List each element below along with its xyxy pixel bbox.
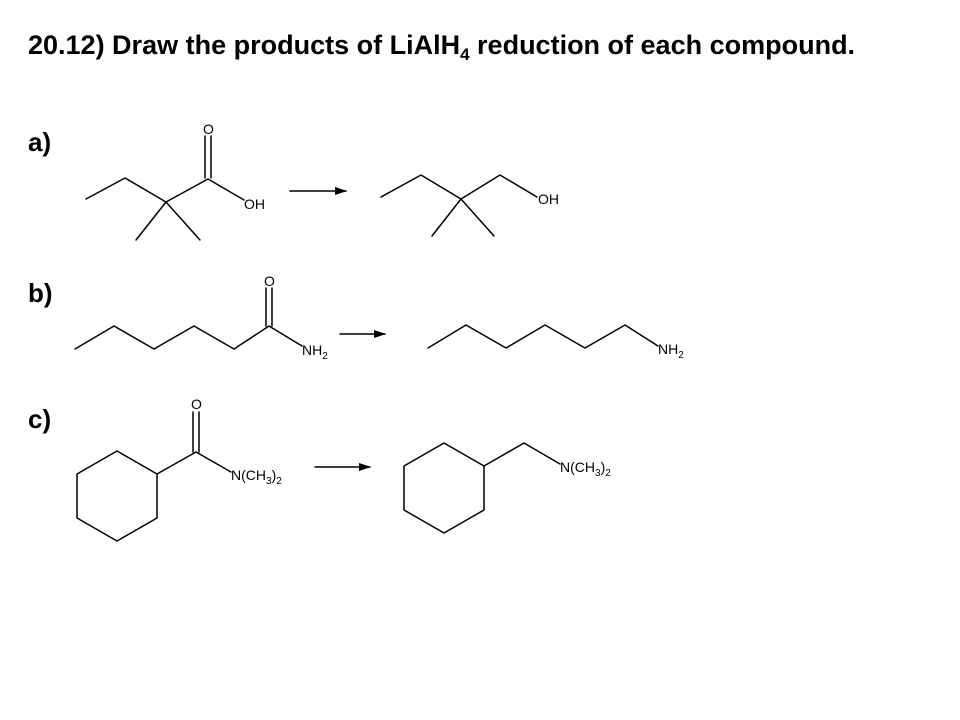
part-b-reactant-amine-main: NH <box>302 342 322 358</box>
part-b-label: b) <box>28 278 53 308</box>
part-c-reactant-dimethylamino-sub: 3 <box>266 476 272 487</box>
part-c-product-ch2-n-bond <box>523 442 561 465</box>
part-c-product-dimethylamino-sub: 3 <box>595 468 601 479</box>
part-b-reactant-carbonyl-oxygen: O <box>264 273 275 289</box>
part-c-reactant-ring-carbonyl-bond <box>156 451 197 475</box>
part-c-reactant-dimethylamino-sub2: 2 <box>276 476 282 487</box>
part-b-product: NH2 <box>427 324 684 361</box>
question-suffix: reduction of each compound. <box>469 30 856 60</box>
part-c-product-dimethylamino-sub2: 2 <box>605 468 611 479</box>
part-a-label: a) <box>28 127 52 157</box>
question-title: 20.12) Draw the products of LiAlH4 reduc… <box>28 26 928 64</box>
part-b-product-amine-main: NH <box>658 341 678 357</box>
part-b-reactant-chain <box>74 325 303 350</box>
part-c-product-dimethylamino-close: ) <box>601 459 606 475</box>
part-b-reactant-amine: NH2 <box>302 342 328 362</box>
part-a-product-chain <box>380 174 538 200</box>
part-a-reactant-methyl-1 <box>135 201 167 241</box>
part-c-product: N(CH3)2 <box>403 442 611 534</box>
part-c-reactant-c-n-bond <box>195 451 232 473</box>
part-c-reactant-dimethylamino: N(CH3)2 <box>231 467 282 487</box>
part-c-reactant-carbonyl-oxygen: O <box>191 396 202 412</box>
part-a-reactant: O OH <box>85 121 265 241</box>
part-c-reactant: O N(CH3)2 <box>76 396 282 542</box>
part-c-product-ring-ch2-bond <box>483 442 525 467</box>
question-prefix: 20.12) Draw the products of LiAlH <box>28 30 461 60</box>
part-c-product-dimethylamino-main: N(CH <box>560 459 595 475</box>
part-c-product-cyclohexane-ring <box>403 442 485 534</box>
part-a-product-methyl-2 <box>460 198 495 237</box>
part-a-reactant-hydroxyl: OH <box>244 196 265 212</box>
part-a-reactant-chain <box>85 177 209 203</box>
part-c-reactant-cyclohexane-ring <box>76 450 158 542</box>
part-b-product-chain <box>427 324 659 349</box>
part-b-product-amine: NH2 <box>658 341 684 361</box>
part-a-product: OH <box>380 174 559 237</box>
part-a-reactant-c-oh-bond <box>207 178 245 201</box>
part-c-reactant-dimethylamino-main: N(CH <box>231 467 266 483</box>
part-a-reactant-carbonyl-oxygen: O <box>203 121 214 137</box>
part-a-product-methyl-1 <box>431 198 462 237</box>
part-b-product-amine-sub: 2 <box>678 350 684 361</box>
part-a-reactant-methyl-2 <box>165 201 201 241</box>
part-b-reactant-amine-sub: 2 <box>322 351 328 362</box>
part-c-label: c) <box>28 404 52 434</box>
part-c-product-dimethylamino: N(CH3)2 <box>560 459 611 479</box>
part-b-reactant: O NH2 <box>74 273 328 362</box>
question-subscript: 4 <box>460 45 470 64</box>
part-a-product-hydroxyl: OH <box>538 191 559 207</box>
part-c-reactant-dimethylamino-close: ) <box>272 467 277 483</box>
